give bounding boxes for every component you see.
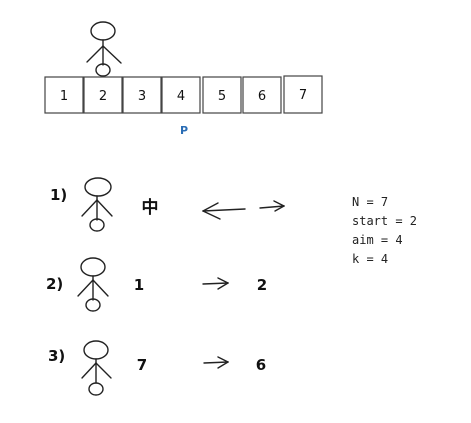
parameters: N = 7 start = 2 aim = 4 k = 4 <box>352 195 417 266</box>
param-k: k = 4 <box>352 252 388 266</box>
cell-2-label: 2 <box>99 89 107 104</box>
right-arrow-icon <box>203 356 229 369</box>
cell-1: 1 <box>44 76 84 114</box>
robot-figure-step-2 <box>77 257 109 312</box>
step-2-label: 2) <box>46 275 63 293</box>
right-arrow-icon <box>259 200 285 212</box>
step-3-label: 3) <box>48 347 65 365</box>
param-start: start = 2 <box>352 214 417 228</box>
cell-7: 7 <box>283 75 323 114</box>
cell-3: 3 <box>122 76 162 114</box>
cell-5: 5 <box>202 76 242 114</box>
step-2-target: 2 <box>257 276 267 294</box>
left-arrow-icon <box>202 202 246 220</box>
cell-2: 2 <box>83 76 123 114</box>
step-2-value: 1 <box>134 276 144 294</box>
cell-6: 6 <box>242 76 282 114</box>
step-3-target: 6 <box>256 356 266 374</box>
step-3-value: 7 <box>137 356 147 374</box>
step-1: 1) 中 <box>50 177 285 232</box>
step-1-label: 1) <box>50 186 67 204</box>
step-3: 3) 7 6 <box>48 340 266 396</box>
step-1-value: 中 <box>142 197 159 218</box>
step-2: 2) 1 2 <box>46 257 267 312</box>
param-n: N = 7 <box>352 195 388 209</box>
cell-7-label: 7 <box>299 88 307 103</box>
robot-figure-step-3 <box>81 340 112 396</box>
robot-figure-top <box>86 21 122 77</box>
right-arrow-icon <box>202 277 229 290</box>
cell-row: 1 2 3 4 5 6 7 <box>44 75 323 114</box>
cell-5-label: 5 <box>218 89 226 104</box>
cell-1-label: 1 <box>60 89 68 104</box>
cell-6-label: 6 <box>258 89 266 104</box>
robot-figure-step-1 <box>81 177 113 232</box>
cell-4-label: 4 <box>177 89 185 104</box>
param-aim: aim = 4 <box>352 233 403 247</box>
cell-4: 4 <box>161 76 201 114</box>
cell-3-label: 3 <box>138 89 146 104</box>
pointer-label: P <box>180 124 188 137</box>
